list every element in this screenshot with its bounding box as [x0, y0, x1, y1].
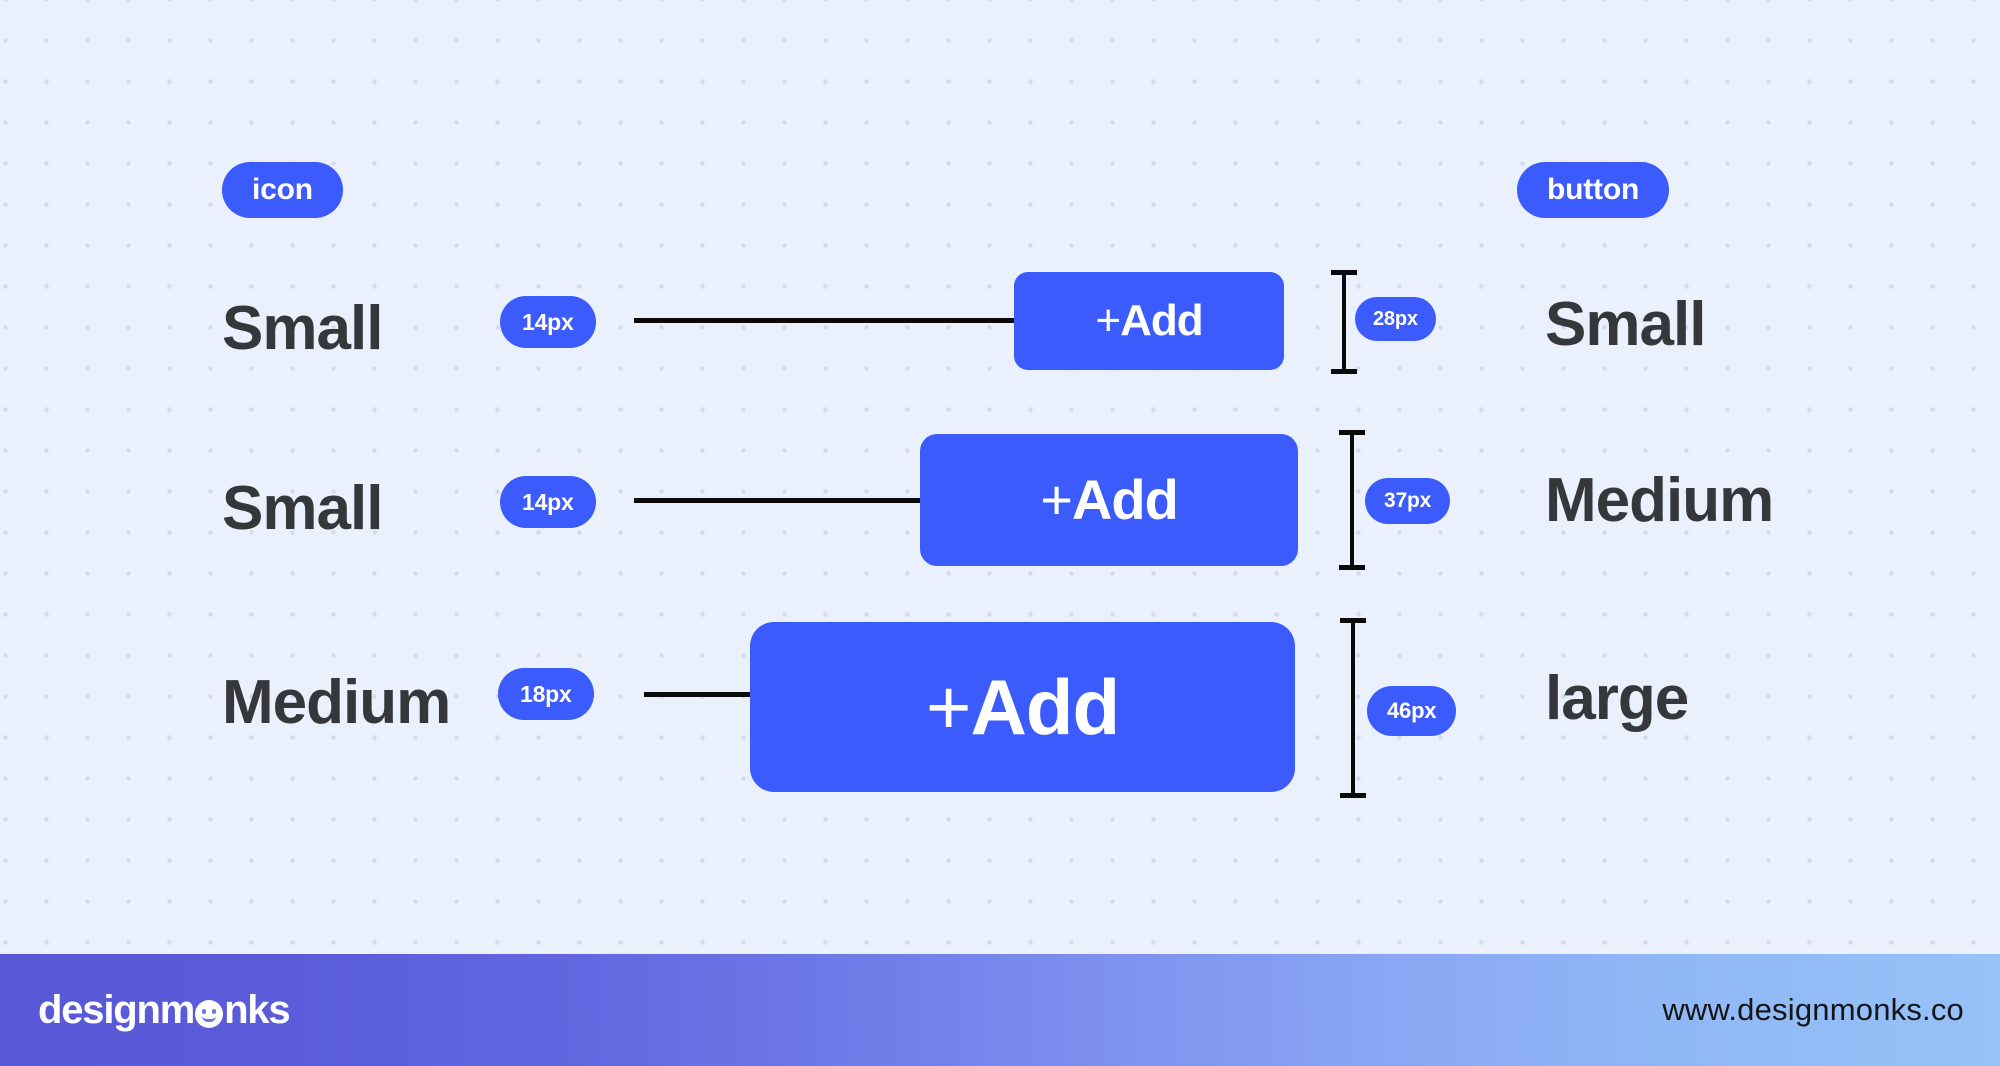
- add-button-label: Add: [1120, 296, 1204, 345]
- icon-size-label-row-2: Medium: [222, 668, 451, 737]
- add-button-medium[interactable]: +Add: [920, 434, 1298, 566]
- bracket-stem: [1351, 618, 1355, 798]
- connector-line-row-1: [634, 498, 1000, 503]
- button-size-label-row-2: large: [1545, 664, 1689, 733]
- smiley-mouth: [202, 1016, 217, 1022]
- connector-line-row-0: [634, 318, 1090, 323]
- bracket-cap-bottom: [1339, 565, 1365, 570]
- plus-icon: +: [1040, 468, 1073, 531]
- icon-size-value-pill-row-2: 18px: [498, 668, 594, 720]
- button-size-label-row-0: Small: [1545, 290, 1706, 359]
- button-size-label-row-1: Medium: [1545, 466, 1774, 535]
- smiley-face-icon: [195, 1000, 224, 1028]
- icon-size-label-row-1: Small: [222, 474, 383, 543]
- add-button-small[interactable]: +Add: [1014, 272, 1284, 370]
- icon-size-value-pill-row-0: 14px: [500, 296, 596, 348]
- plus-icon: +: [1095, 296, 1121, 345]
- bracket-cap-bottom: [1331, 369, 1357, 374]
- footer-bar: designm nks www.designmonks.co: [0, 954, 2000, 1066]
- spec-row-medium: Small 14px: [0, 430, 2000, 620]
- spec-row-large: Medium 18px: [0, 610, 2000, 840]
- button-height-value-pill-row-2: 46px: [1367, 686, 1457, 736]
- plus-icon: +: [925, 663, 972, 751]
- brand-name-prefix: designm: [38, 988, 195, 1032]
- brand-logo: designm nks: [38, 988, 291, 1032]
- height-bracket-row-1: [1339, 430, 1365, 570]
- button-height-value-pill-row-0: 28px: [1355, 297, 1436, 341]
- height-bracket-row-0: [1331, 270, 1357, 374]
- bracket-stem: [1342, 270, 1346, 374]
- column-header-icon-pill: icon: [222, 162, 343, 218]
- icon-size-value-pill-row-1: 14px: [500, 476, 596, 528]
- icon-size-label-row-0: Small: [222, 294, 383, 363]
- spec-row-small: Small 14px: [0, 250, 2000, 410]
- column-header-button-pill: button: [1517, 162, 1670, 218]
- brand-name-suffix: nks: [224, 988, 291, 1032]
- website-url: www.designmonks.co: [1662, 992, 1964, 1027]
- add-button-label: Add: [1071, 468, 1179, 531]
- bracket-cap-bottom: [1340, 793, 1366, 798]
- height-bracket-row-2: [1340, 618, 1366, 798]
- bracket-stem: [1350, 430, 1354, 570]
- button-height-value-pill-row-1: 37px: [1365, 478, 1451, 524]
- add-button-label: Add: [970, 663, 1120, 751]
- add-button-large[interactable]: +Add: [750, 622, 1295, 792]
